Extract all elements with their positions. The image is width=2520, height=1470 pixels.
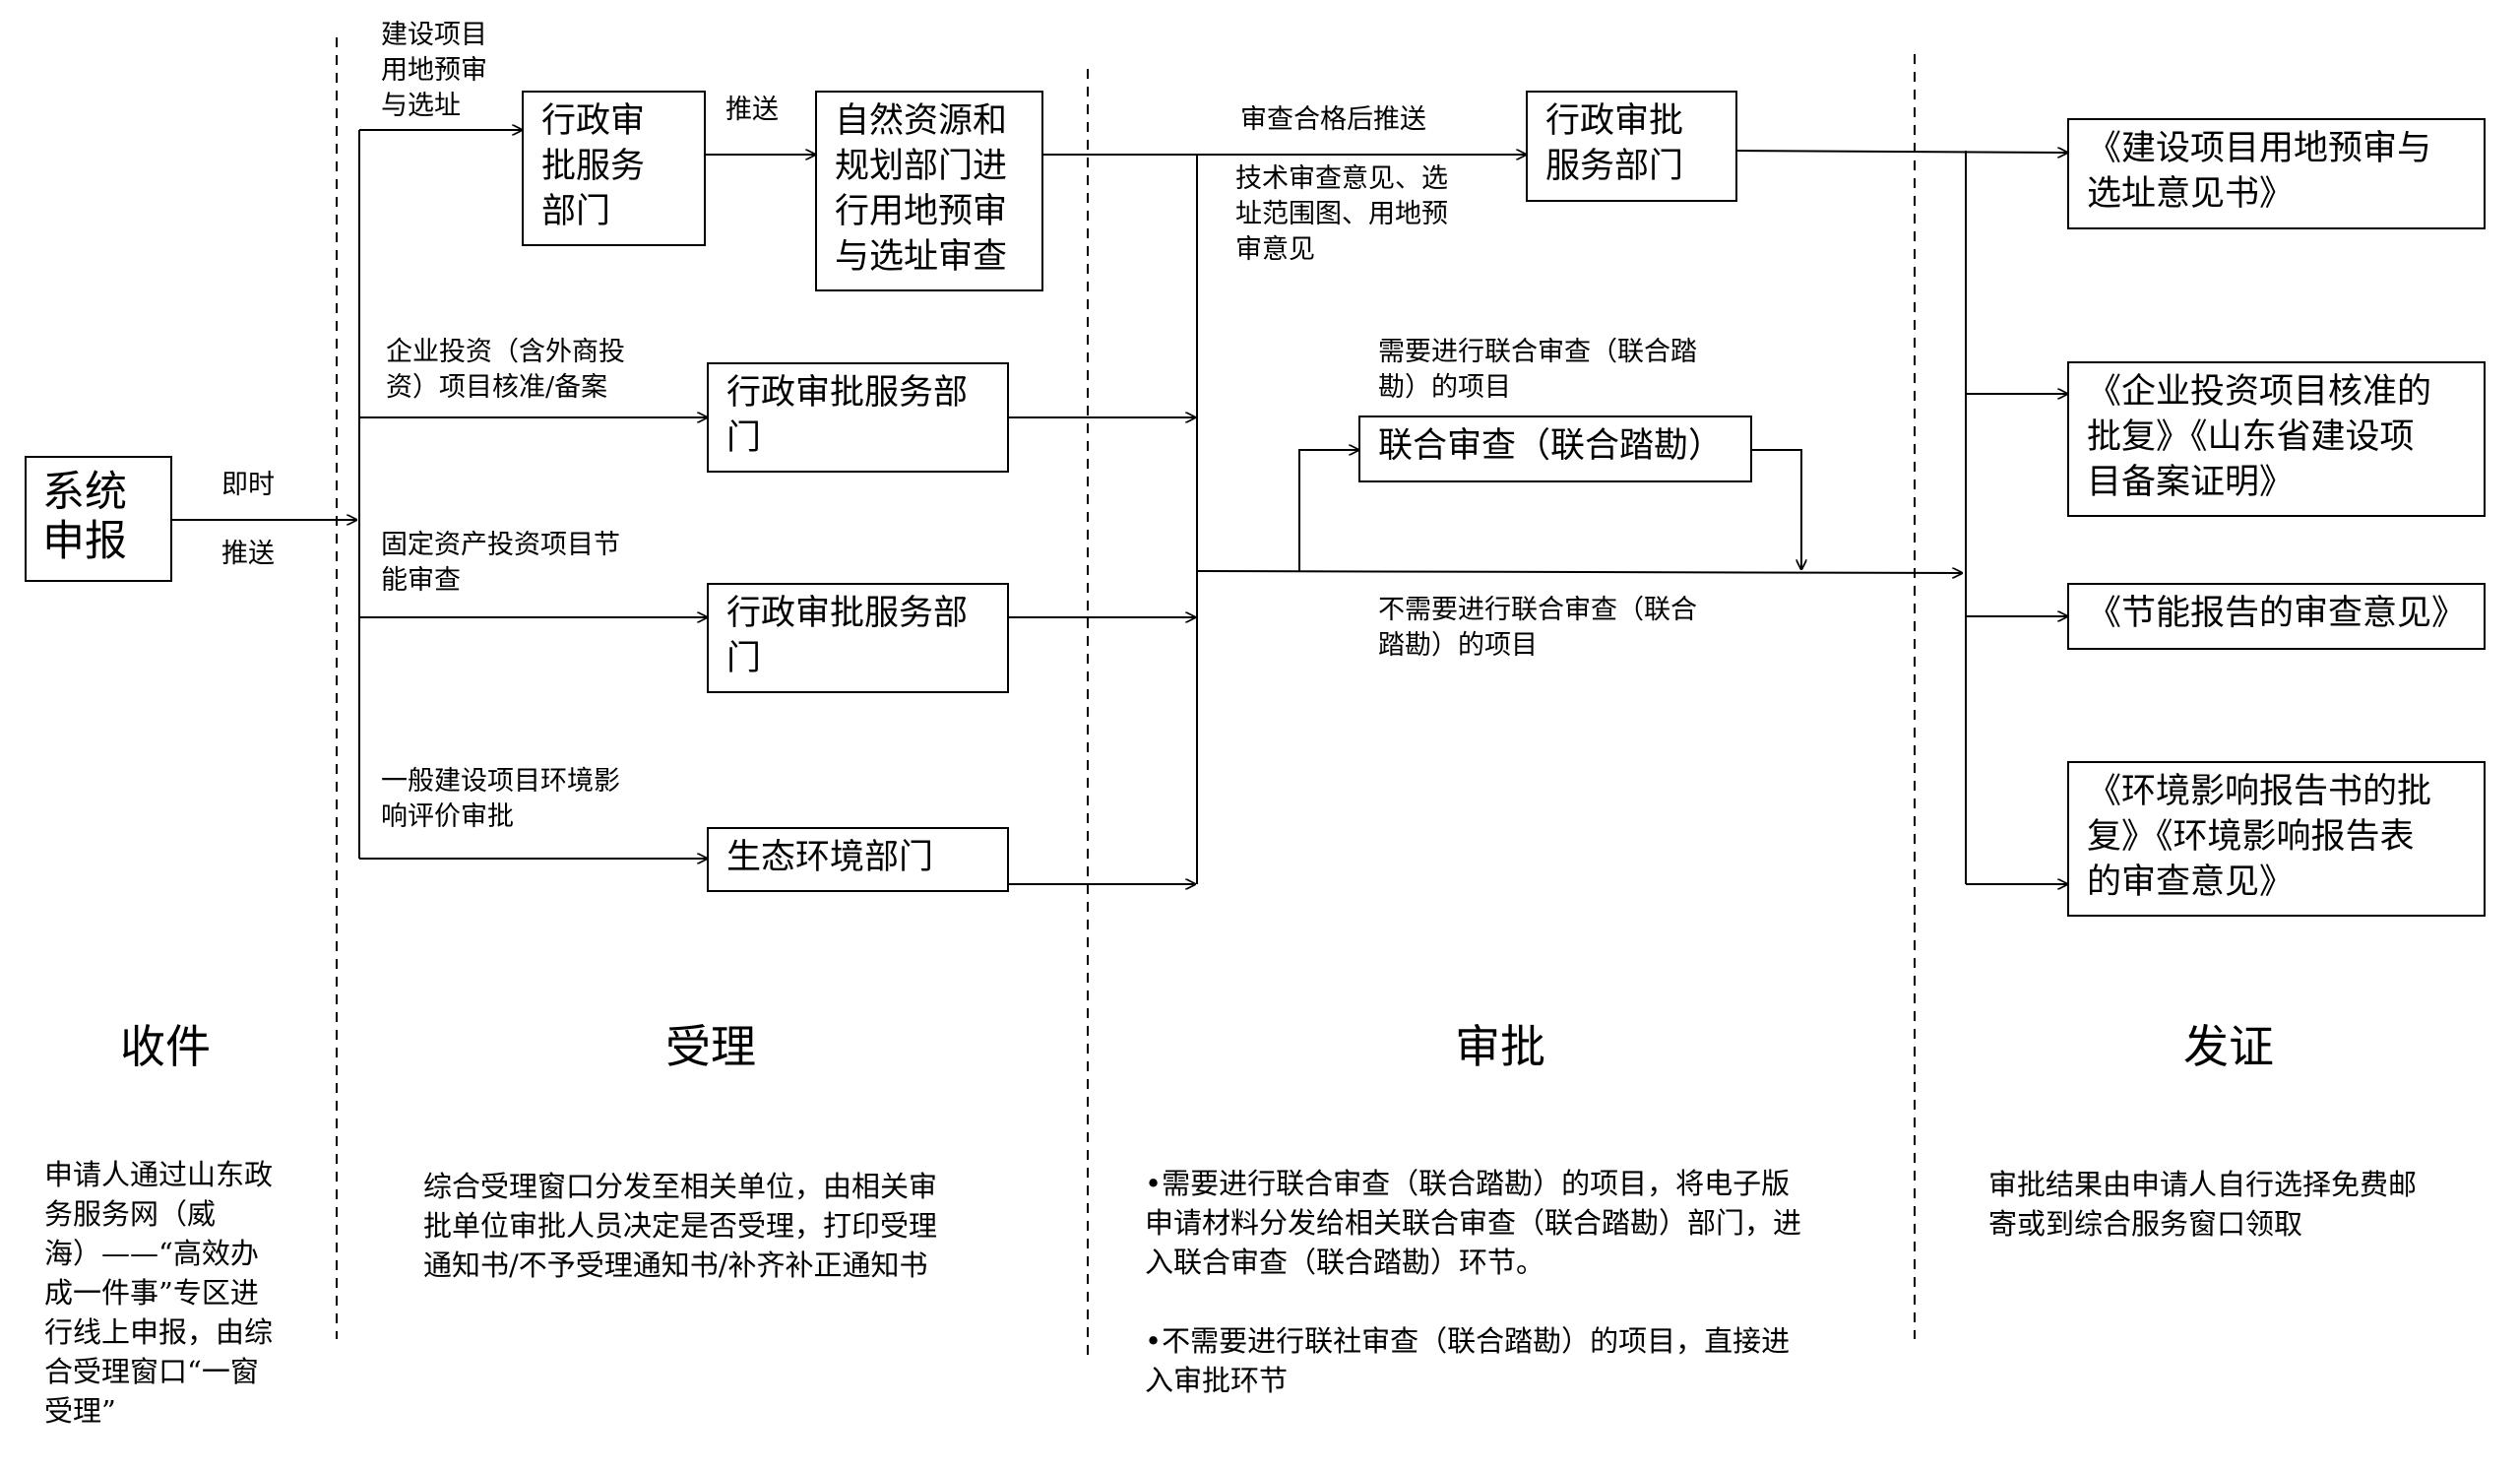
stage-title-issue: 发证 — [2183, 1020, 2274, 1073]
box-admin-service-3: 行政审批服务部 门 — [707, 583, 1009, 693]
stage-desc-receive: 申请人通过山东政 务服务网（威 海）——“高效办 成一件事”专区进 行线上申报，… — [44, 1116, 330, 1470]
label-no-joint: 不需要进行联合审查（联合 踏勘）的项目 — [1378, 595, 1697, 661]
box-result-2: 《企业投资项目核准的 批复》《山东省建设项 目备案证明》 — [2067, 361, 2486, 517]
label-push-2: 推送 — [725, 95, 779, 125]
stage-title-receive: 收件 — [120, 1020, 211, 1073]
label-branch-env: 一般建设项目环境影 响评价审批 — [381, 766, 620, 832]
arrow-joint-review-back — [1752, 449, 1801, 569]
arrow-main-to-issue — [1196, 571, 1962, 573]
stage-desc-approve: •需要进行联合审查（联合踏勘）的项目，将电子版 申请材料分发给相关联合审查（联合… — [1145, 1124, 1903, 1439]
label-branch-energy: 固定资产投资项目节 能审查 — [381, 530, 620, 596]
stage-desc-accept: 综合受理窗口分发至相关单位，由相关审 批单位审批人员决定是否受理，打印受理 通知… — [423, 1127, 1053, 1324]
box-system-report: 系统 申报 — [25, 456, 172, 582]
box-result-4: 《环境影响报告书的批 复》《环境影响报告表 的审查意见》 — [2067, 761, 2486, 917]
stage-desc-receive-text: 申请人通过山东政 务服务网（威 海）——“高效办 成一件事”专区进 行线上申报，… — [44, 1158, 274, 1428]
box-admin-service-approval: 行政审批 服务部门 — [1526, 91, 1737, 202]
box-result-1: 《建设项目用地预审与 选址意见书》 — [2067, 118, 2486, 229]
box-admin-service-2: 行政审批服务部 门 — [707, 362, 1009, 473]
label-branch-land: 建设项目 用地预审 与选址 — [381, 20, 487, 121]
flow-connectors — [172, 37, 2520, 1359]
stage-desc-approve-text-1: •需要进行联合审查（联合踏勘）的项目，将电子版 申请材料分发给相关联合审查（联合… — [1145, 1167, 1802, 1279]
arrow-to-joint-review — [1298, 450, 1358, 571]
stage-desc-accept-text: 综合受理窗口分发至相关单位，由相关审 批单位审批人员决定是否受理，打印受理 通知… — [423, 1170, 938, 1282]
label-need-joint: 需要进行联合审查（联合踏 勘）的项目 — [1378, 337, 1697, 403]
box-joint-review: 联合审查（联合踏勘） — [1358, 415, 1752, 482]
stage-desc-issue-text: 审批结果由申请人自行选择免费邮 寄或到综合服务窗口领取 — [1988, 1168, 2418, 1241]
label-push: 推送 — [221, 539, 275, 569]
box-eco-env: 生态环境部门 — [707, 827, 1009, 892]
stage-desc-approve-text-2: •不需要进行联社审查（联合踏勘）的项目，直接进 入审批环节 — [1145, 1324, 1791, 1397]
label-qualified-push: 审查合格后推送 — [1240, 104, 1426, 135]
label-branch-enterprise: 企业投资（含外商投 资）项目核准/备案 — [386, 337, 625, 403]
stage-title-approve: 审批 — [1455, 1020, 1545, 1073]
label-immediate: 即时 — [221, 470, 275, 500]
stage-title-accept: 受理 — [665, 1020, 756, 1073]
box-natural-resources: 自然资源和 规划部门进 行用地预审 与选址审查 — [815, 91, 1043, 291]
box-admin-service-1: 行政审 批服务 部门 — [522, 91, 706, 246]
arrow-admin-to-result — [1736, 151, 2067, 153]
label-tech-opinion: 技术审查意见、选 址范围图、用地预 审意见 — [1235, 163, 1448, 265]
stage-desc-issue: 审批结果由申请人自行选择免费邮 寄或到综合服务窗口领取 — [1988, 1125, 2500, 1283]
box-result-3: 《节能报告的审查意见》 — [2067, 583, 2486, 650]
